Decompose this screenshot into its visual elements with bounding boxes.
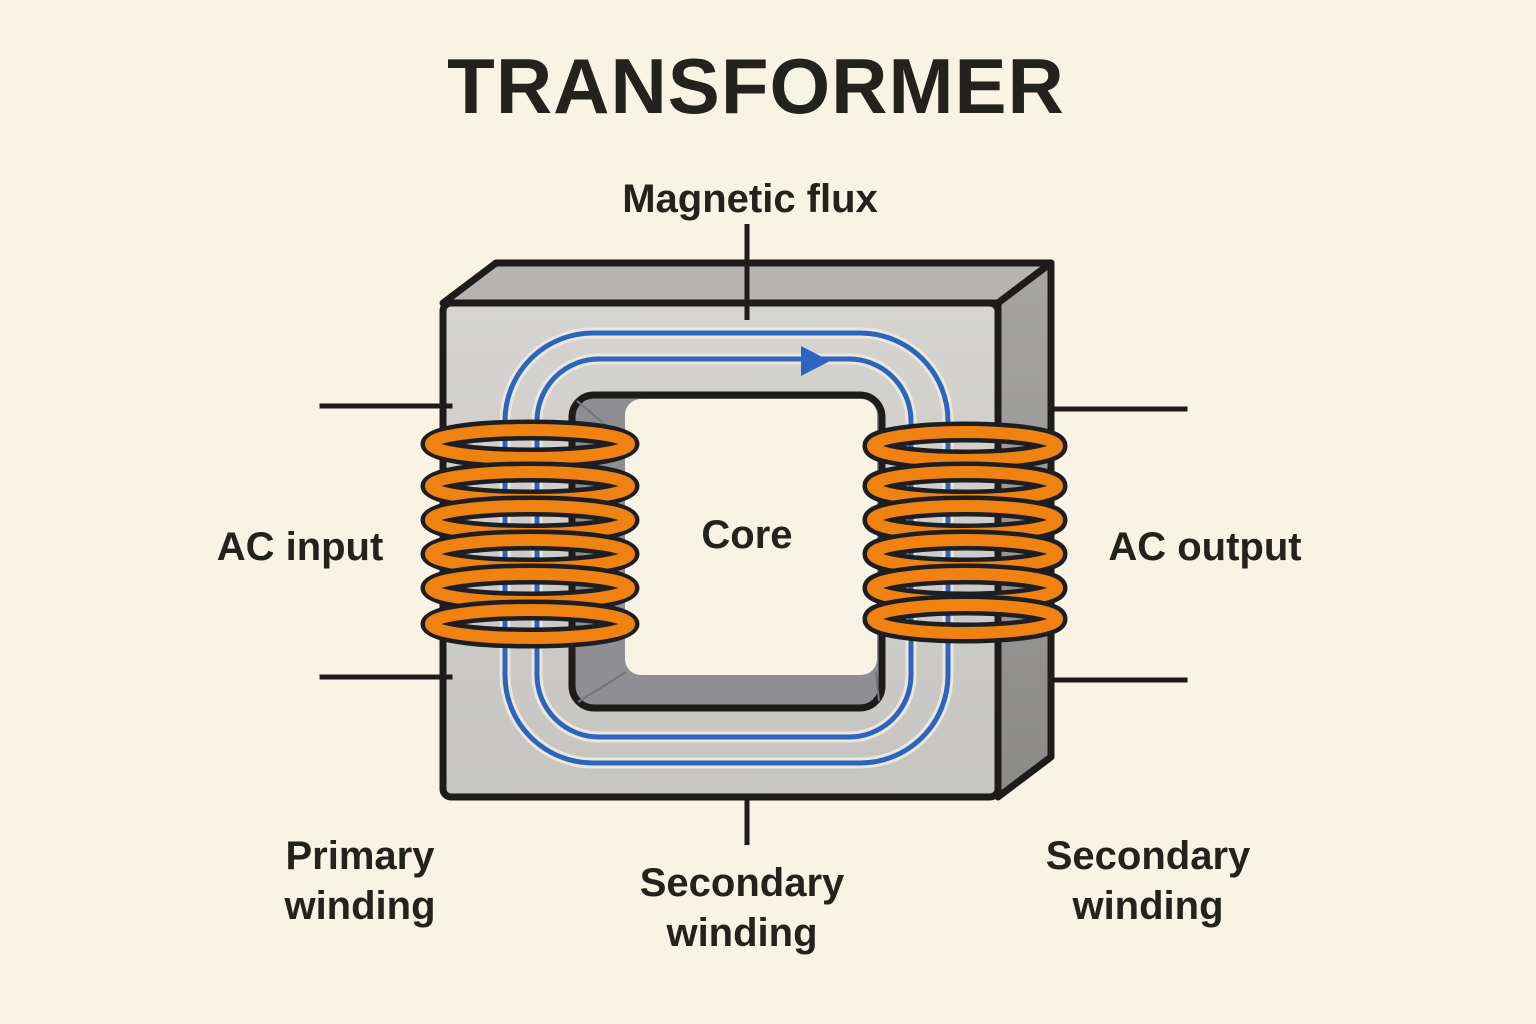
coil-turn: [425, 604, 635, 644]
core-window: Core: [568, 391, 886, 712]
coil-turn: [425, 424, 635, 464]
secondary-winding-bottom-label: Secondary winding: [640, 861, 845, 955]
secondary-winding-coil: [862, 421, 1068, 644]
wires: [319, 403, 1188, 683]
primary-winding-label-line1: Primary: [286, 834, 436, 878]
inner-wall-seam-bottom-right: [875, 671, 880, 702]
core-window-opening: [625, 399, 877, 675]
primary-winding-label-line2: winding: [283, 884, 435, 928]
coil-turn: [867, 426, 1063, 466]
coil-turn: [867, 599, 1063, 639]
ac-input-label: AC input: [217, 525, 384, 569]
ac-output-label: AC output: [1108, 525, 1301, 569]
primary-winding-label: Primary winding: [283, 834, 435, 928]
flux-arrow-icon: [801, 346, 830, 376]
primary-winding-coil: [420, 419, 640, 649]
secondary-winding-bottom-label-line2: winding: [665, 911, 817, 955]
page-title: TRANSFORMER: [447, 42, 1065, 130]
secondary-winding-bottom-label-line1: Secondary: [640, 861, 845, 905]
ac-output-wire-bottom: [1048, 637, 1188, 683]
magnetic-flux-label: Magnetic flux: [622, 177, 878, 221]
secondary-winding-right-label-line2: winding: [1071, 884, 1223, 928]
core-label: Core: [701, 513, 792, 557]
ac-output-wire-top: [1048, 406, 1188, 439]
secondary-winding-right-label-line1: Secondary: [1046, 834, 1251, 878]
secondary-winding-right-label: Secondary winding: [1046, 834, 1251, 928]
inner-wall-seam-bottom-left: [577, 671, 627, 703]
